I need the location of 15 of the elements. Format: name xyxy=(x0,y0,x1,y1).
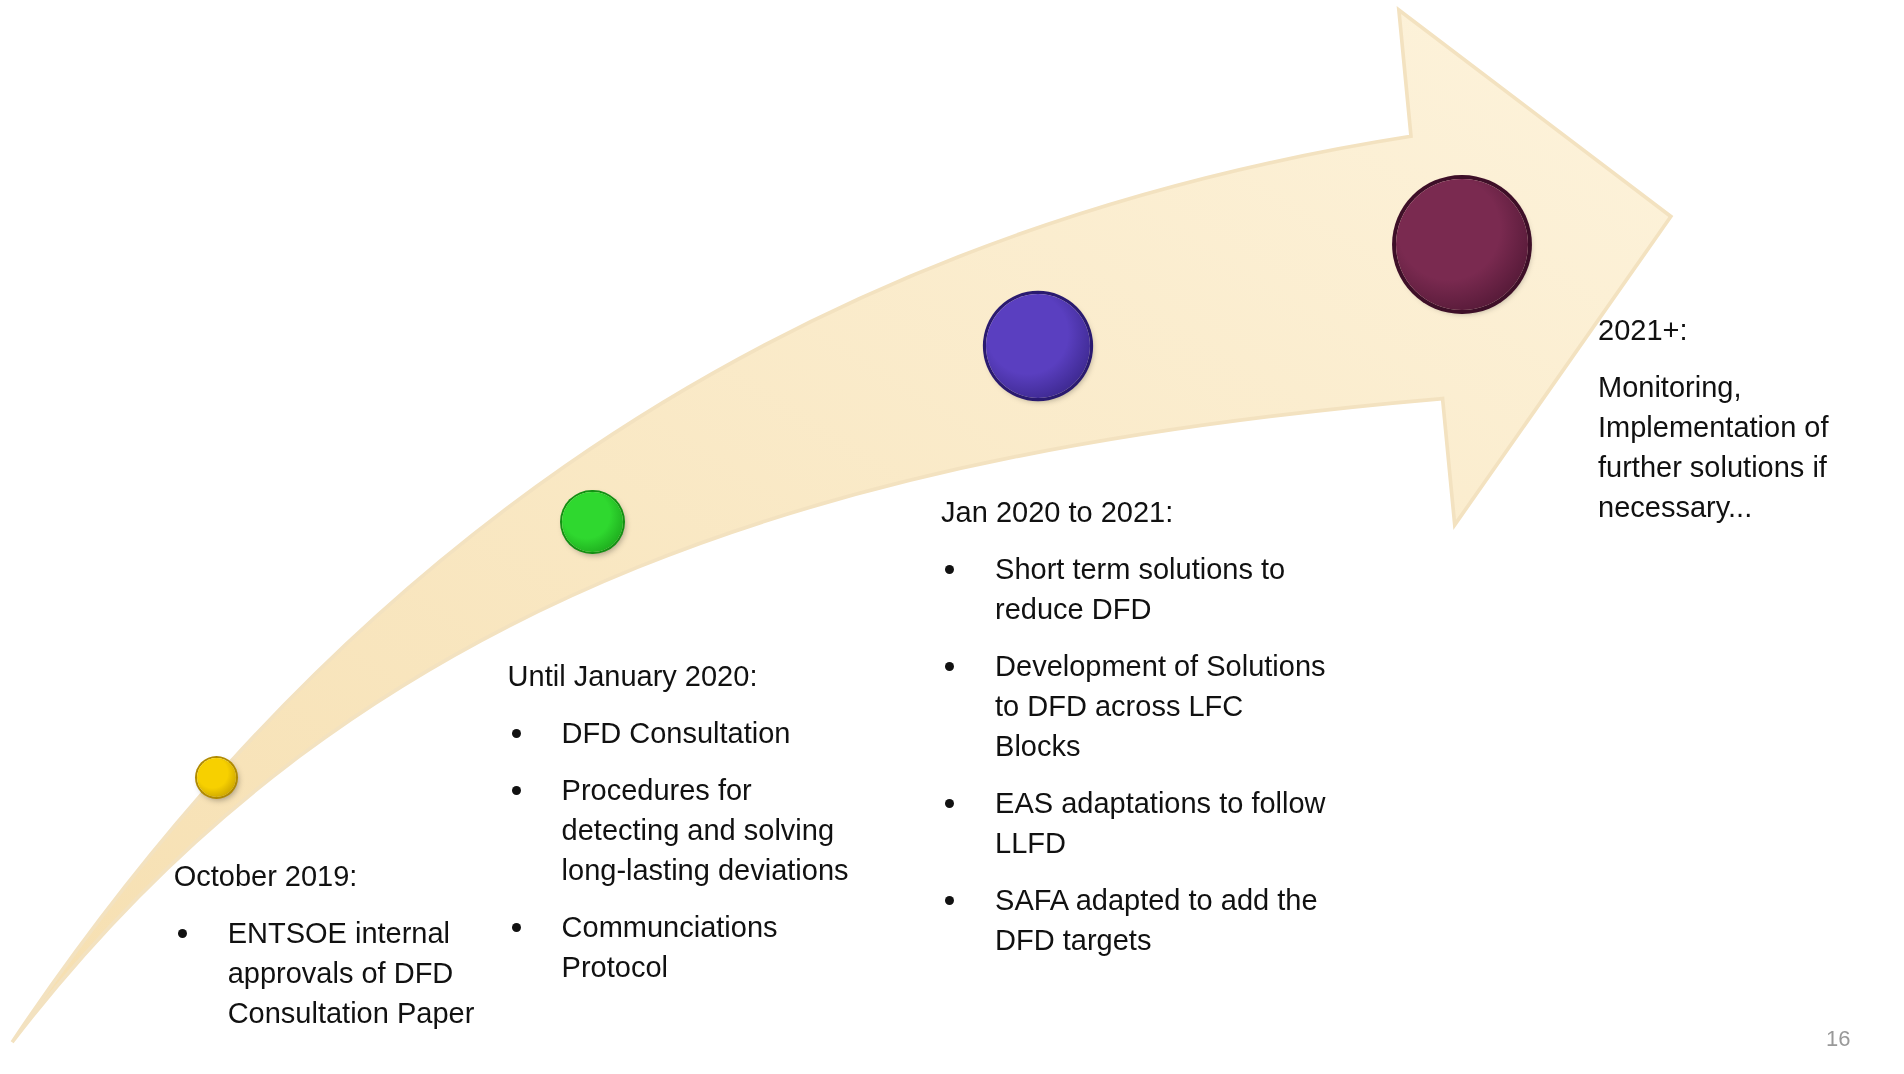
milestone-text: Monitoring, Implementation of further solutions if necessary... xyxy=(1598,369,1830,525)
milestone-circle xyxy=(196,757,236,797)
bullet-text: SAFA adapted to add the DFD targets xyxy=(995,883,1318,956)
milestone-heading: Until January 2020: xyxy=(507,658,759,694)
bullet-text: DFD Consultation xyxy=(561,716,791,749)
bullet-text: Short term solutions to reduce DFD xyxy=(995,552,1286,625)
milestone-heading: 2021+: xyxy=(1598,312,1689,348)
bullet-text: ENTSOE internal approvals of DFD Consultation Paper xyxy=(227,917,475,1030)
bullet-text: Development of Solutions to DFD across LFC Blocks xyxy=(995,649,1326,762)
bullet-text: Communciations Protocol xyxy=(561,910,778,983)
page-number: 16 xyxy=(1826,1026,1851,1052)
milestone-heading: Jan 2020 to 2021: xyxy=(941,494,1175,530)
milestone-heading: October 2019: xyxy=(173,859,359,895)
bullet-text: EAS adaptations to follow LLFD xyxy=(995,786,1326,859)
bullet-text: Procedures for detecting and solving long-lasting deviations xyxy=(561,773,849,886)
